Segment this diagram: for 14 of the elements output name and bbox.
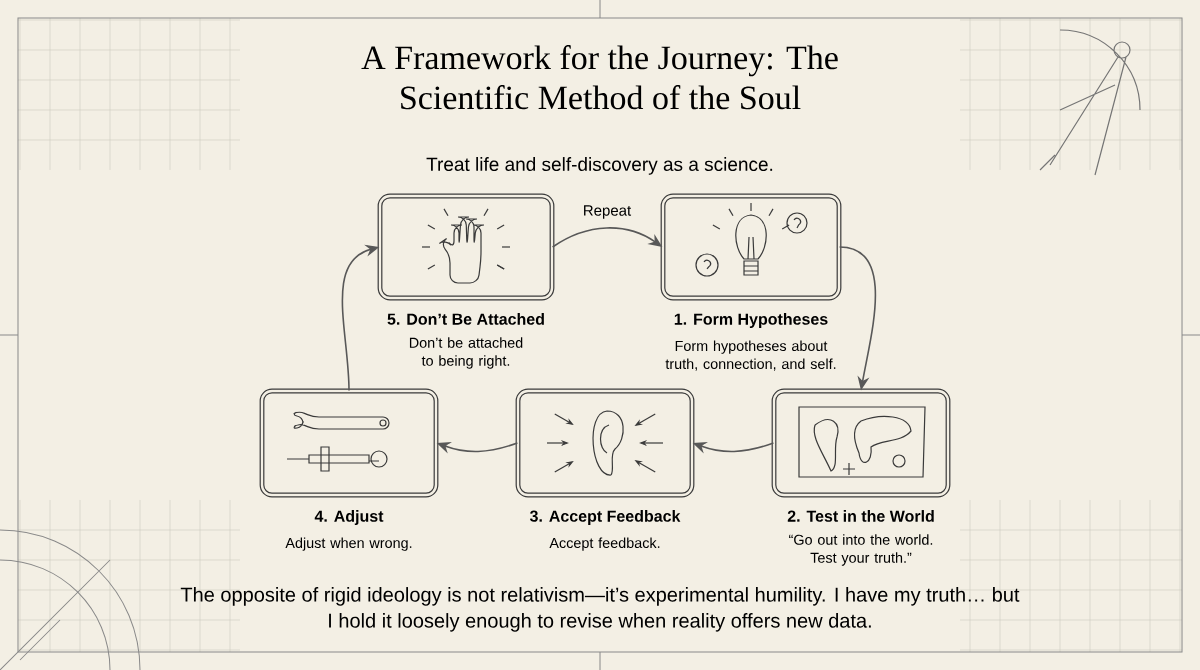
step-description: Adjust when wrong. — [285, 537, 412, 551]
step-heading: 2. Test in the World — [787, 510, 934, 522]
step-description: Form hypotheses about truth, connection, and self. — [665, 340, 836, 371]
edge-label: Repeat — [584, 205, 632, 219]
step-heading: 3. Accept Feedback — [529, 510, 681, 525]
step-description: Don’t be attached to being right. — [409, 337, 523, 369]
step-heading: 5. Don’t Be Attached — [387, 313, 544, 325]
step-description: Accept feedback. — [549, 537, 660, 551]
step-heading: 4. Adjust — [314, 510, 384, 525]
step-heading: 1. Form Hypotheses — [674, 313, 828, 328]
title: A Framework for the Journey: The Scientific Method of the Soul — [361, 45, 838, 110]
caption: The opposite of rigid ideology is not relativism—it’s experimental humility. I have my truth… but I hold it loosely enough to revise when reality offers new data. — [180, 587, 1020, 632]
step-description: “Go out into the world. Test your truth.” — [789, 534, 933, 566]
subtitle: Treat life and self-discovery as a science. — [426, 157, 773, 175]
